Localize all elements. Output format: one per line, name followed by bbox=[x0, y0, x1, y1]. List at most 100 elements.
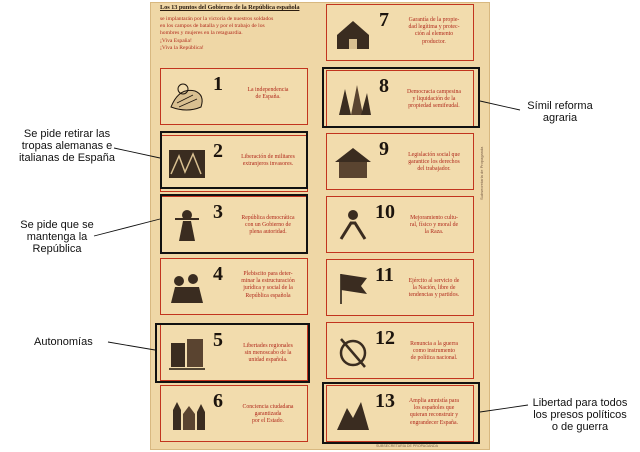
point-number: 9 bbox=[379, 138, 389, 160]
point-number: 1 bbox=[213, 73, 223, 95]
point-line: y liquidación de la bbox=[412, 96, 456, 103]
annotation-libertad: Libertad para todos los presos políticos… bbox=[524, 397, 636, 433]
point-line: garantice los derechos bbox=[408, 159, 460, 166]
army-flag-illustration bbox=[340, 274, 367, 304]
point-text: Legislación social que garantice los der… bbox=[393, 152, 475, 174]
point-line: Renuncia a la guerra bbox=[410, 341, 458, 347]
point-line: del trabajador. bbox=[417, 166, 451, 173]
annotation-line: italianas de España bbox=[18, 152, 115, 164]
point-text: Renuncia a la guerra como instrumento de… bbox=[393, 341, 475, 363]
point-line: propiedad semifeudal. bbox=[408, 103, 460, 110]
point-line: ción al elemento bbox=[414, 31, 454, 38]
point-text: Amplia amnistía para los españoles que q… bbox=[393, 398, 475, 427]
point-line: Liberación de militares bbox=[241, 154, 295, 160]
point-line: Conciencia ciudadana bbox=[242, 404, 294, 410]
house-illustration bbox=[337, 21, 369, 49]
point-number: 10 bbox=[375, 201, 395, 223]
intro-line: ¡Viva la República! bbox=[160, 44, 204, 51]
point-line: de España. bbox=[255, 94, 281, 101]
annotation-line: los presos políticos bbox=[533, 409, 627, 421]
annotation-reforma: Símil reforma agraria bbox=[515, 100, 605, 124]
annotation-line: Símil reforma bbox=[527, 100, 593, 112]
point-card-10: 10 Mejoramiento cultu- ral, físico y mor… bbox=[326, 196, 474, 253]
point-line: Ejército al servicio de bbox=[408, 278, 460, 284]
point-number: 7 bbox=[379, 9, 389, 31]
point-card-12: 12 Renuncia a la guerra como instrumento… bbox=[326, 322, 474, 379]
point-number: 6 bbox=[213, 390, 223, 412]
point-line: productor. bbox=[422, 38, 446, 45]
point-text: República democrática con un Gobierno de… bbox=[227, 215, 309, 237]
point-line: quieran reconstruir y bbox=[409, 412, 459, 419]
intro-line: en los campos de batalla y por el trabaj… bbox=[160, 23, 265, 30]
point-line: Plebiscito para deter- bbox=[243, 271, 293, 277]
annotation-line: Se pide que se bbox=[20, 219, 94, 231]
point-line: tendencias y partidos. bbox=[408, 292, 460, 299]
athlete-illustration bbox=[339, 210, 367, 240]
annotation-line: Libertad para todos bbox=[532, 397, 628, 409]
point-line: sin menoscabo de la bbox=[244, 350, 292, 357]
soldiers-illustration bbox=[169, 150, 205, 178]
point-line: dad legítima y protec- bbox=[408, 24, 460, 31]
point-line: Amplia amnistía para bbox=[409, 398, 459, 404]
connector-autonomias bbox=[107, 341, 156, 351]
point-line: unidad española. bbox=[248, 357, 288, 364]
poster-side-text: Subsecretaría de Propaganda bbox=[479, 146, 484, 200]
point-number: 5 bbox=[213, 329, 223, 351]
hand-paper-illustration bbox=[170, 83, 203, 111]
point-number: 12 bbox=[375, 327, 395, 349]
annotation-line: o de guerra bbox=[551, 421, 609, 433]
poster-intro: se implantarán por la victoria de nuestr… bbox=[160, 16, 312, 52]
annotation-tropas: Se pide retirar las tropas alemanas e it… bbox=[8, 128, 126, 164]
point-text: Libertades regionales sin menoscabo de l… bbox=[227, 343, 309, 365]
highlight-point-8 bbox=[322, 67, 480, 128]
worker-illustration bbox=[335, 148, 371, 178]
point-line: La independencia bbox=[247, 87, 289, 93]
cathedral-illustration bbox=[173, 402, 205, 430]
intro-line: hombres y mujeres en la retaguardia. bbox=[160, 30, 243, 37]
point-number: 8 bbox=[379, 75, 389, 97]
point-text: Conciencia ciudadana garantizada por el … bbox=[227, 404, 309, 426]
regions-illustration bbox=[169, 339, 205, 370]
annotation-republica: Se pide que se mantenga la República bbox=[14, 219, 100, 255]
point-card-2: 2 Liberación de militares extranjeros in… bbox=[160, 135, 308, 192]
point-card-6: 6 Conciencia ciudadana garantizada por e… bbox=[160, 385, 308, 442]
annotation-line: agraria bbox=[542, 112, 578, 124]
intro-line: ¡Viva España! bbox=[160, 37, 192, 44]
reconstruction-illustration bbox=[337, 402, 369, 430]
point-card-11: 11 Ejército al servicio de la Nación, li… bbox=[326, 259, 474, 316]
point-line: engrandecer España. bbox=[410, 419, 458, 426]
point-line: con un Gobierno de bbox=[245, 222, 291, 229]
point-line: minar la estructuración bbox=[241, 278, 295, 285]
annotation-line: República bbox=[32, 243, 82, 255]
point-line: garantizada bbox=[254, 411, 282, 418]
point-card-13: 13 Amplia amnistía para los españoles qu… bbox=[326, 385, 474, 442]
point-line: extranjeros invasores. bbox=[242, 161, 294, 168]
annotation-autonomias: Autonomías bbox=[34, 336, 114, 348]
point-number: 3 bbox=[213, 201, 223, 223]
peace-illustration bbox=[339, 338, 367, 368]
poster-title: Los 13 puntos del Gobierno de la Repúbli… bbox=[160, 4, 300, 11]
point-line: Garantía de la propie- bbox=[408, 17, 460, 23]
point-line: de política nacional. bbox=[410, 355, 458, 362]
poster-footnote: SUBSECRETARÍA DE PROPAGANDA bbox=[376, 444, 438, 448]
highlight-point-13 bbox=[322, 382, 480, 444]
annotation-line: mantenga la bbox=[26, 231, 88, 243]
annotation-line: tropas alemanas e bbox=[21, 140, 113, 152]
point-line: la Nación, libre de bbox=[412, 285, 456, 292]
point-card-3: 3 República democrática con un Gobierno … bbox=[160, 196, 308, 253]
point-card-1: 1 La independencia de España. bbox=[160, 68, 308, 125]
point-text: Plebiscito para deter- minar la estructu… bbox=[227, 271, 309, 300]
point-number: 2 bbox=[213, 140, 223, 162]
highlight-point-2 bbox=[160, 131, 308, 189]
point-line: Democracia campesina bbox=[407, 89, 461, 95]
point-line: jurídica y social de la bbox=[243, 285, 293, 292]
point-line: la Raza. bbox=[424, 229, 444, 236]
point-card-9: 9 Legislación social que garantice los d… bbox=[326, 133, 474, 190]
point-line: los españoles que bbox=[413, 405, 455, 412]
point-number: 4 bbox=[213, 263, 223, 285]
highlight-point-5 bbox=[155, 323, 310, 383]
peasants-illustration bbox=[339, 85, 371, 115]
point-card-7: 7 Garantía de la propie- dad legítima y … bbox=[326, 4, 474, 61]
point-line: Legislación social que bbox=[408, 152, 460, 158]
point-text: Liberación de militares extranjeros inva… bbox=[227, 154, 309, 168]
